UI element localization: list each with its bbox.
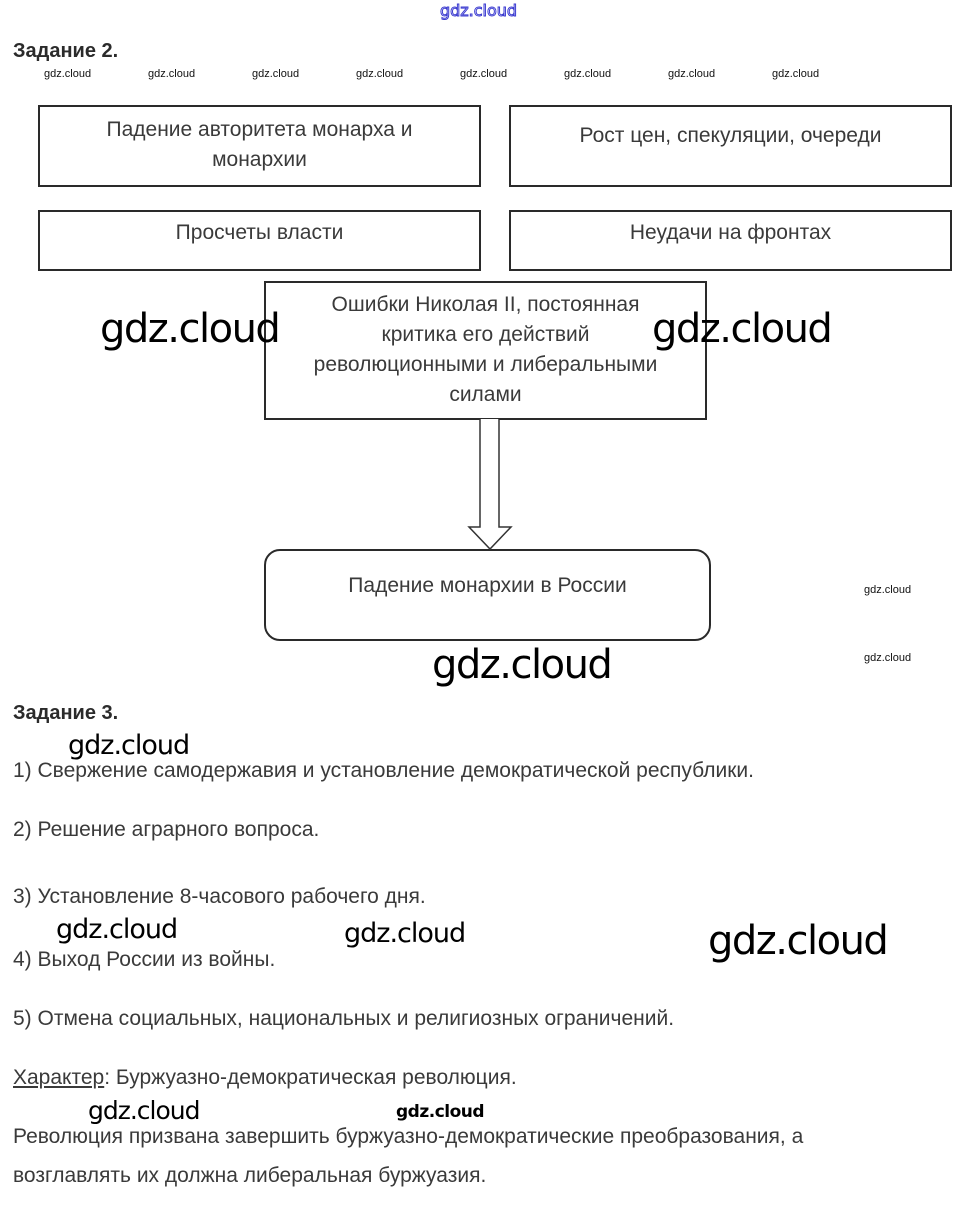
arrow-shape	[467, 419, 513, 551]
watermark-small-bold: gdz.cloud	[396, 1102, 485, 1122]
task3-heading: Задание 3.	[13, 702, 119, 724]
watermark-medium: gdz.cloud	[344, 918, 466, 949]
goal-item: 1) Свержение самодержавия и установление…	[13, 759, 754, 782]
cause-text: Ошибки Николая II, постоянная критика ег…	[313, 293, 658, 406]
character-value: Буржуазно-демократическая революция.	[110, 1066, 517, 1089]
watermark-medium: gdz.cloud	[56, 914, 178, 945]
watermark-small: gdz.cloud	[864, 584, 912, 596]
cause-box-prices: Рост цен, спекуляции, очереди	[509, 105, 952, 187]
watermark-small: gdz.cloud	[460, 68, 508, 80]
watermark-small: gdz.cloud	[356, 68, 404, 80]
goal-item: 4) Выход России из войны.	[13, 948, 276, 971]
watermark-small: gdz.cloud	[564, 68, 612, 80]
cause-box-front-failures: Неудачи на фронтах	[509, 210, 952, 271]
watermark-large: gdz.cloud	[100, 306, 281, 352]
cause-text: Просчеты власти	[175, 221, 344, 244]
goal-item: 3) Установление 8-часового рабочего дня.	[13, 885, 426, 908]
goal-item: 2) Решение аграрного вопроса.	[13, 818, 320, 841]
watermark-small: gdz.cloud	[772, 68, 820, 80]
character-sep: :	[104, 1066, 111, 1089]
cause-box-nicholas: Ошибки Николая II, постоянная критика ег…	[264, 281, 707, 420]
cause-box-miscalculations: Просчеты власти	[38, 210, 481, 271]
character-line: Характер: Буржуазно-демократическая рево…	[13, 1065, 517, 1091]
cause-box-authority: Падение авторитета монарха и монархии	[38, 105, 481, 187]
watermark-large: gdz.cloud	[708, 918, 889, 964]
character-label: Характер	[13, 1066, 105, 1089]
watermark-small: gdz.cloud	[148, 68, 196, 80]
watermark-large: gdz.cloud	[652, 306, 833, 352]
conclusion-line-1: Революция призвана завершить буржуазно-д…	[13, 1125, 804, 1148]
watermark-medium: gdz.cloud	[68, 730, 190, 761]
watermark-small: gdz.cloud	[44, 68, 92, 80]
cause-text: Рост цен, спекуляции, очереди	[579, 124, 882, 147]
conclusion-line-2: возглавлять их должна либеральная буржуа…	[13, 1164, 487, 1187]
watermark-medium: gdz.cloud	[88, 1096, 201, 1125]
watermark-large: gdz.cloud	[432, 642, 613, 688]
cause-text: Неудачи на фронтах	[629, 221, 832, 244]
watermark-top: gdz.cloud	[439, 1, 518, 21]
goal-item: 5) Отмена социальных, национальных и рел…	[13, 1007, 675, 1030]
watermark-small: gdz.cloud	[864, 652, 912, 664]
task2-heading: Задание 2.	[13, 40, 119, 62]
result-box-monarchy-fall: Падение монархии в России	[264, 549, 711, 641]
cause-text: Падение авторитета монарха и монархии	[106, 118, 413, 171]
watermark-small: gdz.cloud	[668, 68, 716, 80]
result-text: Падение монархии в России	[348, 574, 627, 597]
watermark-small: gdz.cloud	[252, 68, 300, 80]
